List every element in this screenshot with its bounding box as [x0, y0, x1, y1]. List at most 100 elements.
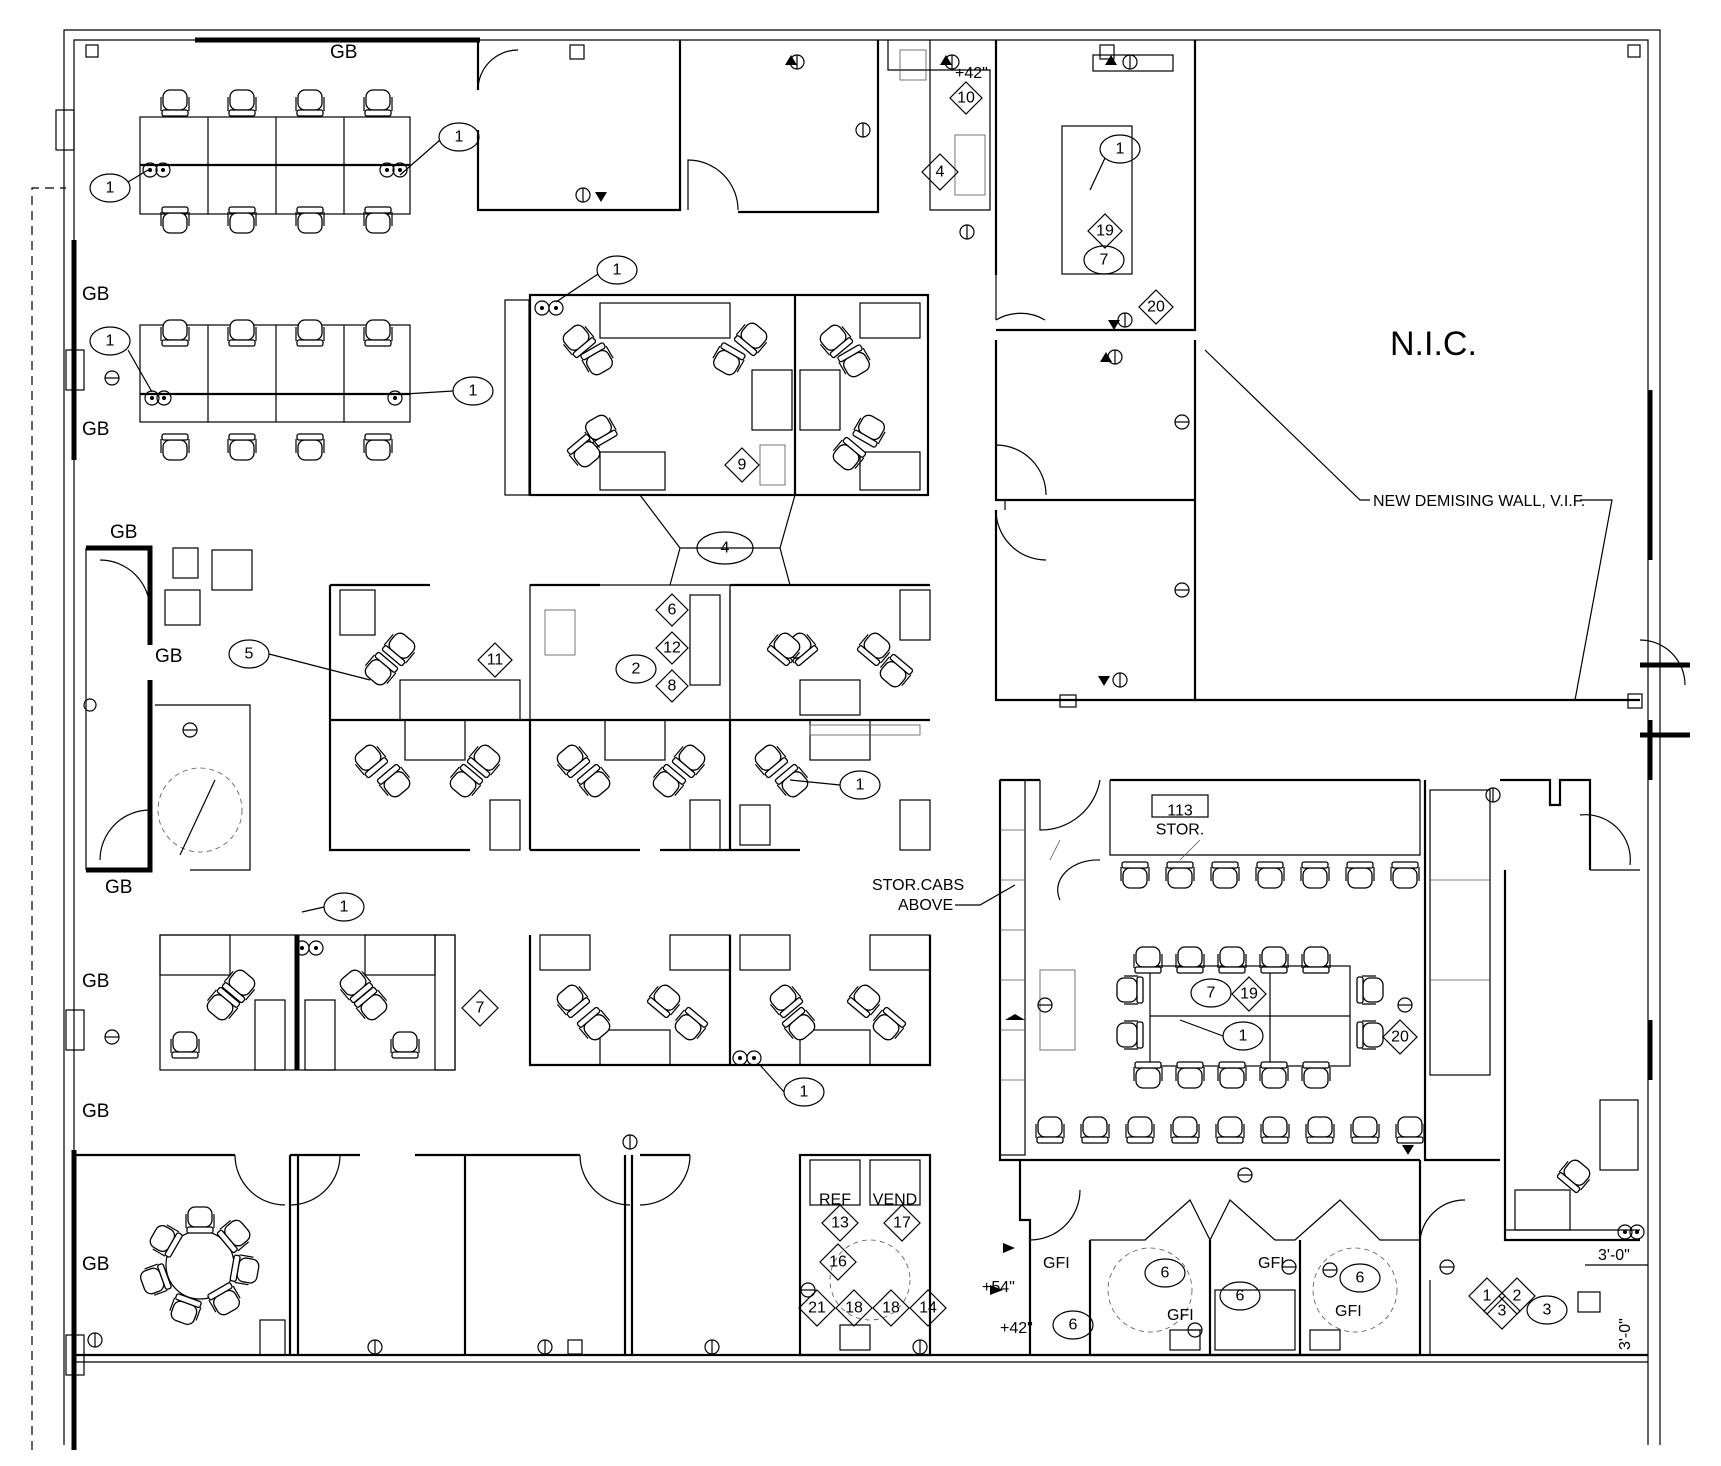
gfi-label: GFI [1167, 1307, 1194, 1324]
nic-label: N.I.C. [1390, 325, 1477, 363]
keynote-diamonds: 10 4 19 20 9 6 12 8 11 7 19 20 13 17 16 … [461, 81, 1536, 1330]
svg-text:3: 3 [1543, 1302, 1552, 1319]
keynote-diamond-11: 11 [477, 642, 513, 678]
keynote-diamond-9: 9 [724, 447, 760, 483]
keynote-1: 1 [399, 122, 480, 176]
keynote-diamond-18: 18 [835, 1289, 873, 1327]
svg-text:11: 11 [487, 652, 504, 669]
svg-text:19: 19 [1240, 986, 1258, 1003]
gfi-label: GFI [1335, 1303, 1362, 1320]
svg-text:6: 6 [668, 602, 677, 619]
svg-text:3: 3 [1498, 1303, 1507, 1320]
building-shell [31, 29, 1661, 1450]
gb-label: GB [110, 522, 137, 543]
room-number: 113 [1167, 803, 1193, 820]
keynote-diamond-18: 18 [872, 1289, 910, 1327]
keynote-diamond-4: 4 [921, 153, 959, 191]
workstation-cluster-southwest [159, 934, 456, 1071]
svg-text:19: 19 [1096, 223, 1114, 240]
svg-text:9: 9 [738, 457, 747, 474]
svg-text:20: 20 [1147, 299, 1165, 316]
keynote-circles: 1 1 1 1 1 1 1 1 1 2 3 5 6 6 6 6 7 7 4 1 [89, 122, 1568, 1340]
svg-text:1: 1 [613, 262, 622, 279]
svg-text:7: 7 [1207, 985, 1216, 1002]
svg-text:6: 6 [1356, 1270, 1365, 1287]
workstation-chairs-north [142, 89, 408, 461]
keynote-1: 1 [1089, 134, 1141, 191]
nic-area: N.I.C. NEW DEMISING WALL, V.I.F. [1204, 325, 1690, 738]
svg-text:2: 2 [1513, 1288, 1522, 1305]
height-42-label: +42" [955, 65, 988, 82]
dim-3-0-h: 3'-0" [1598, 1247, 1630, 1264]
svg-text:1: 1 [455, 129, 464, 146]
keynote-diamond-6: 6 [655, 593, 689, 627]
svg-text:12: 12 [663, 640, 681, 657]
keynote-4: 4 [696, 531, 754, 565]
keynote-6: 6 [1339, 1263, 1381, 1293]
svg-text:17: 17 [893, 1215, 911, 1232]
keynote-diamond-3: 3 [1483, 1292, 1521, 1330]
keynote-5: 5 [228, 639, 371, 681]
north-offices [476, 40, 1197, 332]
keynote-diamond-10: 10 [949, 81, 983, 115]
keynote-diamond-14: 14 [909, 1289, 947, 1327]
vend-label: VEND [873, 1192, 917, 1209]
svg-text:6: 6 [1069, 1317, 1078, 1334]
storage-room-113: 113 STOR. [998, 778, 1640, 1162]
keynote-2: 2 [615, 654, 657, 684]
southeast-office: 3'-0" 3'-0" [1503, 870, 1648, 1350]
outlet-symbols [87, 54, 1501, 1355]
keynote-1: 1 [404, 376, 494, 406]
svg-text:5: 5 [245, 646, 254, 663]
svg-text:1: 1 [1239, 1028, 1248, 1045]
svg-text:1: 1 [800, 1084, 809, 1101]
svg-text:6: 6 [1161, 1265, 1170, 1282]
keynote-diamond-21: 21 [798, 1289, 836, 1327]
svg-text:7: 7 [1100, 252, 1109, 269]
storage-chairs [1035, 861, 1425, 1144]
demising-wall-label: NEW DEMISING WALL, V.I.F. [1373, 493, 1585, 510]
gb-label: GB [82, 419, 109, 440]
svg-text:14: 14 [919, 1300, 937, 1317]
keynote-6: 6 [1219, 1281, 1261, 1311]
keynote-diamond-17: 17 [883, 1204, 921, 1242]
keynote-7: 7 [1190, 978, 1232, 1008]
keynote-1: 1 [759, 1064, 825, 1107]
height-54-label: +54" [982, 1279, 1015, 1296]
svg-text:1: 1 [469, 383, 478, 400]
gb-labels: GB GB GB GB GB GB GB GB GB [82, 42, 357, 1275]
keynote-diamond-7: 7 [461, 989, 499, 1027]
keynote-6: 6 [1052, 1310, 1094, 1340]
svg-text:1: 1 [106, 180, 115, 197]
svg-text:4: 4 [936, 164, 945, 181]
keynote-3: 3 [1526, 1295, 1568, 1325]
west-core [83, 545, 253, 873]
svg-text:2: 2 [632, 661, 641, 678]
svg-text:10: 10 [957, 90, 975, 107]
keynote-1: 1 [89, 326, 153, 393]
svg-text:6: 6 [1236, 1288, 1245, 1305]
stor-cabs-label-1: STOR.CABS [872, 877, 964, 894]
workstation-cluster-middle [328, 583, 931, 852]
svg-text:18: 18 [882, 1300, 900, 1317]
keynote-diamond-20: 20 [1382, 1019, 1418, 1055]
svg-text:1: 1 [106, 333, 115, 350]
keynote-diamond-16: 16 [819, 1243, 857, 1281]
keynote-diamond-12: 12 [655, 631, 689, 665]
keynote-1: 1 [789, 770, 881, 800]
workstation-cluster-north [139, 116, 411, 423]
workstation-cluster-south [528, 934, 932, 1067]
round-table-chairs [137, 1206, 261, 1328]
stor-cabs-label-2: ABOVE [898, 897, 953, 914]
svg-text:1: 1 [856, 777, 865, 794]
gb-label: GB [82, 971, 109, 992]
room-name: STOR. [1156, 822, 1205, 839]
keynote-1: 1 [1179, 1019, 1264, 1051]
workstation-cluster-center [504, 293, 930, 586]
gb-label: GB [82, 284, 109, 305]
svg-text:4: 4 [721, 540, 730, 557]
east-offices [994, 340, 1643, 709]
gb-label: GB [82, 1101, 109, 1122]
gb-label: GB [330, 42, 357, 63]
keynote-diamond-13: 13 [821, 1204, 859, 1242]
